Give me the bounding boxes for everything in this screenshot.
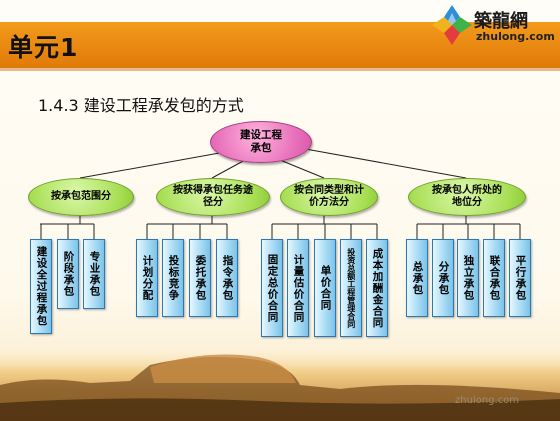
leaf-node: 总承包 (406, 239, 428, 317)
leaf-node: 专业承包 (83, 239, 105, 309)
diagram-root-node: 建设工程承包 (210, 121, 312, 163)
header-banner-shadow (0, 68, 560, 71)
logo-url: zhulong.com (476, 30, 555, 43)
leaf-node: 委托承包 (189, 239, 211, 317)
leaf-node: 投资总额工程管理合同 (340, 239, 362, 337)
leaf-node: 联合承包 (483, 239, 505, 317)
root-label: 建设工程承包 (240, 129, 282, 154)
logo-name: 築龍網 (474, 11, 528, 32)
category-label: 按获得承包任务途径分 (173, 185, 253, 208)
leaf-node: 计量估价合同 (287, 239, 309, 337)
category-label: 按承包范围分 (51, 191, 111, 202)
leaf-node: 指令承包 (216, 239, 238, 317)
leaf-node: 建设全过程承包 (30, 239, 52, 334)
leaf-node: 单价合同 (314, 239, 336, 337)
leaf-node: 固定总价合同 (261, 239, 283, 337)
watermark: zhulong.com (455, 395, 520, 406)
category-node-contract-type: 按合同类型和计价方法分 (280, 178, 378, 216)
leaf-node: 成本加酬金合同 (366, 239, 388, 337)
leaf-node: 阶段承包 (57, 239, 79, 309)
leaf-node: 独立承包 (457, 239, 479, 317)
category-node-position: 按承包人所处的地位分 (408, 178, 526, 216)
logo-mark-icon (432, 5, 472, 45)
leaf-node: 分承包 (432, 239, 454, 317)
header-banner (0, 22, 560, 68)
leaf-node: 平行承包 (509, 239, 531, 317)
stadium-photo (0, 345, 560, 421)
logo: 築龍網 zhulong.com (430, 3, 556, 47)
unit-title: 单元1 (8, 33, 79, 62)
category-label: 按承包人所处的地位分 (432, 185, 502, 208)
leaf-node: 计划分配 (136, 239, 158, 317)
category-node-scope: 按承包范围分 (28, 178, 134, 216)
category-node-route: 按获得承包任务途径分 (156, 178, 270, 216)
category-label: 按合同类型和计价方法分 (294, 185, 364, 208)
section-title: 1.4.3 建设工程承发包的方式 (38, 96, 244, 115)
leaf-node: 投标竞争 (162, 239, 184, 317)
